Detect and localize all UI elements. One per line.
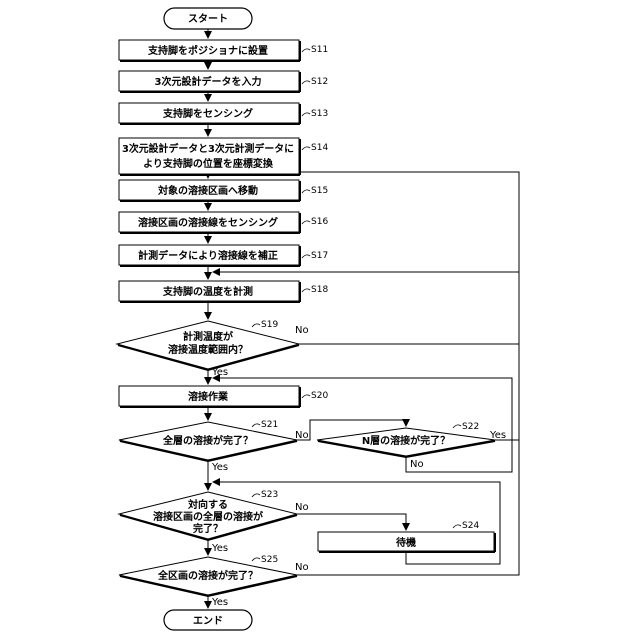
step-label-s22: S22 xyxy=(453,422,479,432)
svg-text:全層の溶接が完了？: 全層の溶接が完了？ xyxy=(162,434,253,447)
step-label-s23: S23 xyxy=(252,490,278,500)
svg-text:溶接温度範囲内？: 溶接温度範囲内？ xyxy=(168,343,248,356)
step-label-s14: S14 xyxy=(302,143,328,153)
svg-text:より支持脚の位置を座標変換: より支持脚の位置を座標変換 xyxy=(143,157,274,170)
step-label-s11: S11 xyxy=(302,45,328,55)
svg-text:S18: S18 xyxy=(311,285,328,295)
process-s14: 3次元設計データと3次元計測データに より支持脚の位置を座標変換 xyxy=(119,138,300,175)
s21-yes-label: Yes xyxy=(211,462,228,473)
svg-text:S23: S23 xyxy=(261,490,278,500)
svg-text:計測データにより溶接線を補正: 計測データにより溶接線を補正 xyxy=(138,249,278,262)
s22-no-label: No xyxy=(410,459,424,470)
process-s11: 支持脚をポジショナに設置 xyxy=(119,40,300,61)
svg-text:S22: S22 xyxy=(462,422,479,432)
process-s12: 3次元設計データを入力 xyxy=(119,71,300,92)
s23-yes-label: Yes xyxy=(211,543,228,554)
step-label-s17: S17 xyxy=(302,251,328,261)
svg-text:S14: S14 xyxy=(311,143,328,153)
svg-text:S16: S16 xyxy=(311,217,328,227)
process-s18: 支持脚の温度を計測 xyxy=(119,281,300,302)
step-label-s19: S19 xyxy=(252,320,278,330)
svg-text:溶接区画の溶接線をセンシング: 溶接区画の溶接線をセンシング xyxy=(138,216,278,229)
svg-text:スタート: スタート xyxy=(188,13,228,25)
s23-no-label: No xyxy=(295,502,309,513)
start-terminal: スタート xyxy=(164,8,252,29)
step-label-s20: S20 xyxy=(302,391,328,401)
svg-text:S12: S12 xyxy=(311,77,328,87)
decision-s22: N層の溶接が完了？ xyxy=(317,428,495,457)
step-label-s16: S16 xyxy=(302,217,328,227)
process-s24: 待機 xyxy=(318,532,495,552)
svg-text:対象の溶接区画へ移動: 対象の溶接区画へ移動 xyxy=(157,184,258,197)
svg-text:S15: S15 xyxy=(311,186,328,196)
svg-text:溶接区画の全層の溶接が: 溶接区画の全層の溶接が xyxy=(153,510,264,523)
svg-text:S19: S19 xyxy=(261,320,278,330)
svg-text:S17: S17 xyxy=(311,251,328,261)
step-label-s18: S18 xyxy=(302,285,328,295)
step-label-s25: S25 xyxy=(252,555,278,565)
svg-text:支持脚をセンシング: 支持脚をセンシング xyxy=(162,107,253,120)
svg-text:S11: S11 xyxy=(311,45,328,55)
s21-no-label: No xyxy=(295,430,309,441)
step-label-s15: S15 xyxy=(302,186,328,196)
svg-text:計測温度が: 計測温度が xyxy=(183,330,234,343)
process-s20: 溶接作業 xyxy=(119,386,300,407)
svg-text:完了？: 完了？ xyxy=(193,522,223,535)
s25-no-label: No xyxy=(295,562,309,573)
s22-yes-label: Yes xyxy=(489,430,506,441)
svg-text:S21: S21 xyxy=(261,420,278,430)
svg-text:待機: 待機 xyxy=(396,536,416,549)
process-s15: 対象の溶接区画へ移動 xyxy=(119,180,300,201)
s25-yes-label: Yes xyxy=(211,597,228,608)
step-label-s13: S13 xyxy=(302,109,328,119)
process-s17: 計測データにより溶接線を補正 xyxy=(119,245,300,266)
svg-text:エンド: エンド xyxy=(193,615,223,627)
svg-text:S13: S13 xyxy=(311,109,328,119)
svg-text:対向する: 対向する xyxy=(187,498,228,511)
process-s13: 支持脚をセンシング xyxy=(119,103,300,124)
svg-text:全区画の溶接が完了？: 全区画の溶接が完了？ xyxy=(157,569,258,582)
process-s16: 溶接区画の溶接線をセンシング xyxy=(119,212,300,233)
end-terminal: エンド xyxy=(164,610,252,630)
step-label-s12: S12 xyxy=(302,77,328,87)
svg-text:S25: S25 xyxy=(261,555,278,565)
step-label-s24: S24 xyxy=(453,521,479,531)
s19-yes-label: Yes xyxy=(211,367,228,378)
step-label-s21: S21 xyxy=(252,420,278,430)
svg-text:S20: S20 xyxy=(311,391,328,401)
svg-text:3次元設計データと3次元計測データに: 3次元設計データと3次元計測データに xyxy=(122,142,294,155)
svg-text:溶接作業: 溶接作業 xyxy=(188,390,229,403)
svg-text:支持脚の温度を計測: 支持脚の温度を計測 xyxy=(162,285,253,298)
svg-text:支持脚をポジショナに設置: 支持脚をポジショナに設置 xyxy=(147,44,268,57)
svg-text:3次元設計データを入力: 3次元設計データを入力 xyxy=(155,75,262,88)
svg-text:S24: S24 xyxy=(462,521,479,531)
s19-no-label: No xyxy=(295,325,309,336)
svg-text:N層の溶接が完了？: N層の溶接が完了？ xyxy=(362,434,450,447)
